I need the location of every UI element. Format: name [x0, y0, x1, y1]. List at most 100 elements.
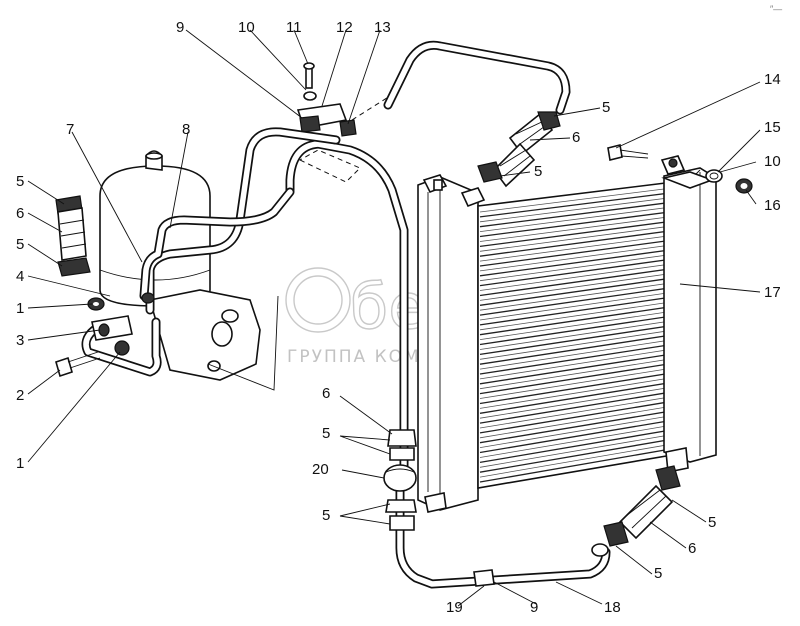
radiator-fin — [479, 412, 689, 448]
radiator-fin — [479, 251, 689, 282]
radiator-fin — [479, 346, 689, 380]
callout-6: 6 — [16, 205, 24, 222]
oil-filter — [55, 127, 341, 391]
radiator-fin — [479, 331, 689, 365]
lower-hoses — [591, 465, 681, 557]
callout-3: 3 — [16, 332, 24, 349]
callout-17: 17 — [764, 284, 781, 301]
callout-9: 9 — [176, 19, 184, 36]
radiator-fin — [479, 284, 689, 316]
radiator-fin — [479, 261, 689, 291]
radiator-fin — [479, 299, 689, 331]
radiator-fin — [479, 223, 689, 252]
radiator-fin — [479, 435, 689, 473]
radiator-fin — [479, 294, 689, 326]
callout-5: 5 — [602, 99, 610, 116]
mounting-hardware-right — [607, 144, 753, 194]
radiator-fin — [479, 350, 689, 385]
radiator-fin — [479, 308, 689, 340]
radiator-fin — [479, 195, 689, 223]
radiator-fin — [479, 365, 689, 399]
callout-13: 13 — [374, 19, 391, 36]
radiator-fin — [479, 407, 689, 444]
radiator-fin — [479, 327, 689, 360]
radiator-fin — [479, 242, 689, 272]
radiator-fin — [479, 369, 689, 405]
callout-1: 1 — [16, 455, 24, 472]
radiator-fin — [479, 445, 689, 483]
callout-2: 2 — [16, 387, 24, 404]
radiator-fin — [479, 384, 689, 419]
radiator — [417, 155, 717, 513]
callout-5: 5 — [654, 565, 662, 582]
radiator-fin — [479, 232, 689, 262]
radiator-fin — [479, 360, 689, 395]
callout-10: 10 — [764, 153, 781, 170]
radiator-fin — [479, 237, 689, 267]
radiator-fin — [479, 204, 689, 232]
callout-19: 19 — [446, 599, 463, 616]
radiator-fin — [479, 256, 689, 287]
callout-4: 4 — [16, 268, 24, 285]
callout-11: 11 — [286, 19, 302, 36]
radiator-fin — [479, 246, 689, 277]
radiator-fin — [479, 312, 689, 346]
callout-7: 7 — [66, 121, 74, 138]
radiator-fin — [479, 388, 689, 424]
radiator-fin — [479, 303, 689, 336]
radiator-fin — [479, 398, 689, 434]
radiator-fin — [479, 275, 689, 306]
radiator-fin — [479, 218, 689, 248]
callout-5: 5 — [16, 236, 24, 253]
radiator-fins — [479, 185, 689, 483]
callout-5: 5 — [16, 173, 24, 190]
radiator-fin — [479, 403, 689, 439]
callout-15: 15 — [764, 119, 781, 136]
callout-5: 5 — [322, 507, 330, 524]
vertical-pipe — [285, 139, 611, 589]
radiator-fin — [479, 208, 689, 238]
callout-14: 14 — [764, 71, 781, 88]
radiator-fin — [479, 280, 689, 311]
radiator-fin — [479, 270, 689, 301]
radiator-fin — [479, 289, 689, 321]
radiator-fin — [479, 440, 689, 478]
callout-1: 1 — [16, 300, 24, 317]
radiator-fin — [479, 336, 689, 370]
callout-20: 20 — [312, 461, 329, 478]
radiator-fin — [479, 318, 689, 350]
callout-5: 5 — [322, 425, 330, 442]
radiator-fin — [479, 265, 689, 297]
callout-9: 9 — [530, 599, 538, 616]
radiator-fin — [479, 426, 689, 464]
radiator-fin — [479, 416, 689, 454]
top-clamp-bracket — [296, 62, 391, 183]
callout-5: 5 — [708, 514, 716, 531]
callout-5: 5 — [534, 163, 542, 180]
radiator-fin — [479, 227, 689, 257]
callouts: 5 6 5 4 1 3 2 1 7 8 9 10 11 12 13 5 6 5 … — [16, 19, 781, 616]
radiator-fin — [479, 374, 689, 409]
radiator-fin — [479, 431, 689, 468]
callout-6: 6 — [322, 385, 330, 402]
radiator-fin — [479, 214, 689, 242]
callout-18: 18 — [604, 599, 621, 616]
loose-hose-left — [55, 195, 91, 277]
radiator-fin — [479, 422, 689, 458]
callout-12: 12 — [336, 19, 353, 36]
radiator-fin — [479, 341, 689, 375]
corner-mark: ″— — [770, 4, 782, 14]
radiator-fin — [479, 199, 689, 228]
callout-16: 16 — [764, 197, 781, 214]
radiator-fin — [479, 322, 689, 356]
callout-6: 6 — [572, 129, 580, 146]
radiator-fin — [479, 190, 689, 218]
radiator-fin — [479, 393, 689, 429]
leader-lines — [27, 29, 761, 607]
callout-8: 8 — [182, 121, 190, 138]
radiator-fin — [479, 355, 689, 390]
callout-10: 10 — [238, 19, 255, 36]
callout-6: 6 — [688, 540, 696, 557]
radiator-fin — [479, 185, 689, 213]
